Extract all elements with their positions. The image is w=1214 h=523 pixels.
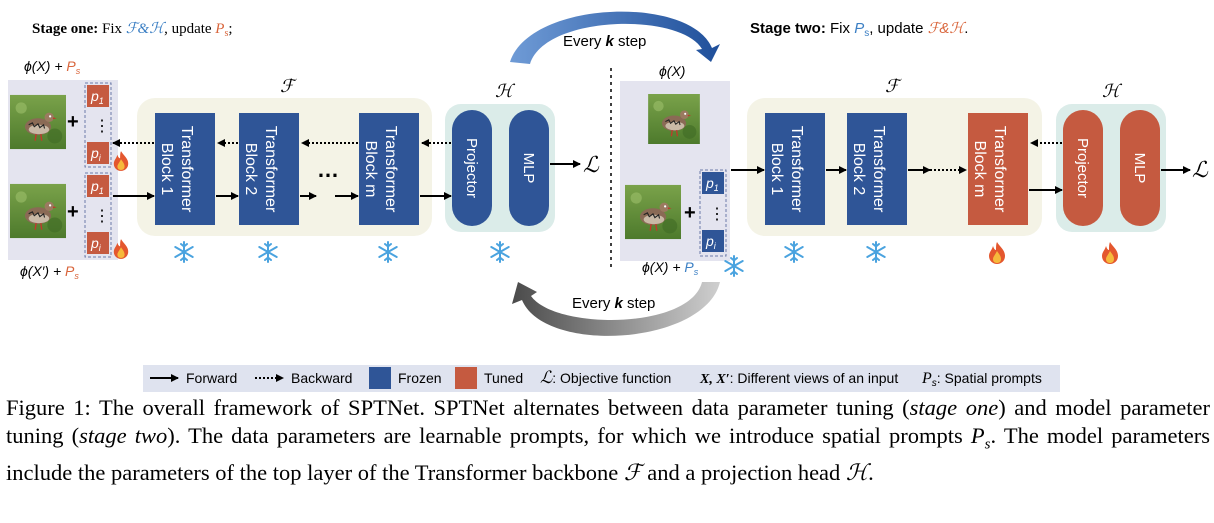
bird-image-right-1	[647, 94, 701, 144]
projector-left-label: Projector	[463, 138, 480, 198]
transformer-block-m-left-label: TransformerBlock m	[362, 126, 399, 213]
legend-objective: ℒ: Objective function	[540, 368, 671, 387]
figure-caption: Figure 1: The overall framework of SPTNe…	[6, 395, 1211, 485]
every-k-step-top: Every k step	[563, 33, 646, 50]
plus-sign-right: +	[684, 202, 696, 224]
prompt-pi-frozen-label: pi	[705, 233, 717, 251]
stage-two-title: Stage two: Fix Ps, update ℱ&ℋ.	[750, 20, 968, 39]
forward-arrows-left	[113, 160, 581, 200]
legend-tuned-swatch	[455, 367, 477, 389]
transformer-block-m-left	[359, 113, 419, 225]
prompt-p1-tuned	[87, 85, 109, 107]
input-label-top-left: ϕ(X) + Ps	[24, 58, 81, 76]
transformer-block-2-right	[847, 113, 907, 225]
cycle-arrow-bottom	[512, 282, 720, 336]
every-k-step-bottom: Every k step	[572, 295, 655, 312]
snowflake-icon-block1-left	[174, 241, 194, 263]
snowflake-icon-head-left	[490, 241, 510, 263]
snowflake-icon-block1-right	[784, 241, 804, 263]
snowflake-icon-blockm-left	[378, 241, 398, 263]
transformer-block-1-right	[765, 113, 825, 225]
loss-symbol-right: ℒ	[1192, 157, 1209, 182]
prompt-dots-2: ⋮	[94, 208, 110, 225]
legend-frozen-label: Frozen	[398, 370, 442, 386]
mlp-right-label: MLP	[1131, 153, 1148, 184]
mlp-left	[509, 110, 549, 226]
input-label-top-right: ϕ(X)	[659, 63, 685, 79]
prompt-p1-tuned-2	[87, 175, 109, 197]
projector-right-label: Projector	[1074, 138, 1091, 198]
prompt-stack-2	[84, 172, 112, 258]
ellipsis-left: …	[317, 157, 339, 182]
forward-arrows-right	[731, 166, 1191, 194]
transformer-block-2-left-label: TransformerBlock 2	[242, 126, 279, 213]
head-label-right: ℋ	[1102, 81, 1123, 101]
prompt-pi-frozen	[702, 230, 724, 252]
prompt-dots: ⋮	[94, 118, 110, 135]
legend-backward-label: Backward	[291, 370, 352, 386]
head-label-left: ℋ	[495, 81, 516, 101]
mlp-left-label: MLP	[520, 153, 537, 184]
plus-sign-2: +	[67, 201, 79, 223]
backbone-label-left: ℱ	[280, 76, 297, 96]
prompt-dots-right: ⋮	[709, 206, 725, 223]
input-label-bottom-right: ϕ(X) + Ps	[642, 259, 699, 277]
legend-bar	[143, 365, 1060, 392]
stage-one-title: Stage one: Fix ℱ&ℋ, update Ps;	[32, 21, 233, 39]
prompt-pi-tuned-2	[87, 232, 109, 254]
prompt-p1-label-2: p1	[90, 178, 104, 196]
prompt-pi-label: pi	[90, 145, 102, 163]
bird-image-view2	[10, 183, 66, 239]
plus-sign-1: +	[67, 111, 79, 133]
prompt-stack-right	[699, 169, 727, 257]
legend-spatial: Ps: Spatial prompts	[921, 370, 1042, 389]
legend-tuned-label: Tuned	[484, 370, 523, 386]
transformer-block-2-right-label: TransformerBlock 2	[850, 126, 887, 213]
projector-right	[1063, 110, 1103, 226]
transformer-block-m-right-label: TransformerBlock m	[971, 126, 1008, 213]
transformer-block-1-right-label: TransformerBlock 1	[768, 126, 805, 213]
snowflake-icon-block2-right	[866, 241, 886, 263]
transformer-block-1-left-label: TransformerBlock 1	[158, 126, 195, 213]
bird-image-view1	[10, 94, 66, 150]
transformer-block-1-left	[155, 113, 215, 225]
mlp-right	[1120, 110, 1160, 226]
fire-icon-head-right	[1102, 242, 1118, 264]
prompt-pi-tuned	[87, 142, 109, 164]
prompt-p1-frozen-label: p1	[705, 175, 719, 193]
transformer-block-m-right	[968, 113, 1028, 225]
legend-forward-label: Forward	[186, 370, 237, 386]
fire-icon-blockm-right	[989, 242, 1005, 264]
legend-views: X, X′: Different views of an input	[699, 370, 898, 387]
loss-symbol-left: ℒ	[583, 152, 600, 177]
backward-arrows-right	[930, 139, 1062, 174]
prompt-stack-1	[84, 82, 112, 168]
backbone-label-right: ℱ	[885, 76, 902, 96]
cycle-arrow-top	[510, 11, 720, 64]
prompt-pi-label-2: pi	[90, 235, 102, 253]
legend-frozen-swatch	[369, 367, 391, 389]
bird-image-right-2	[625, 184, 681, 240]
prompt-p1-label: p1	[90, 88, 104, 106]
prompt-p1-frozen	[702, 172, 724, 194]
transformer-block-2-left	[239, 113, 299, 225]
projector-left	[452, 110, 492, 226]
input-label-bottom-left: ϕ(X′) + Ps	[20, 263, 79, 281]
snowflake-icon-block2-left	[258, 241, 278, 263]
